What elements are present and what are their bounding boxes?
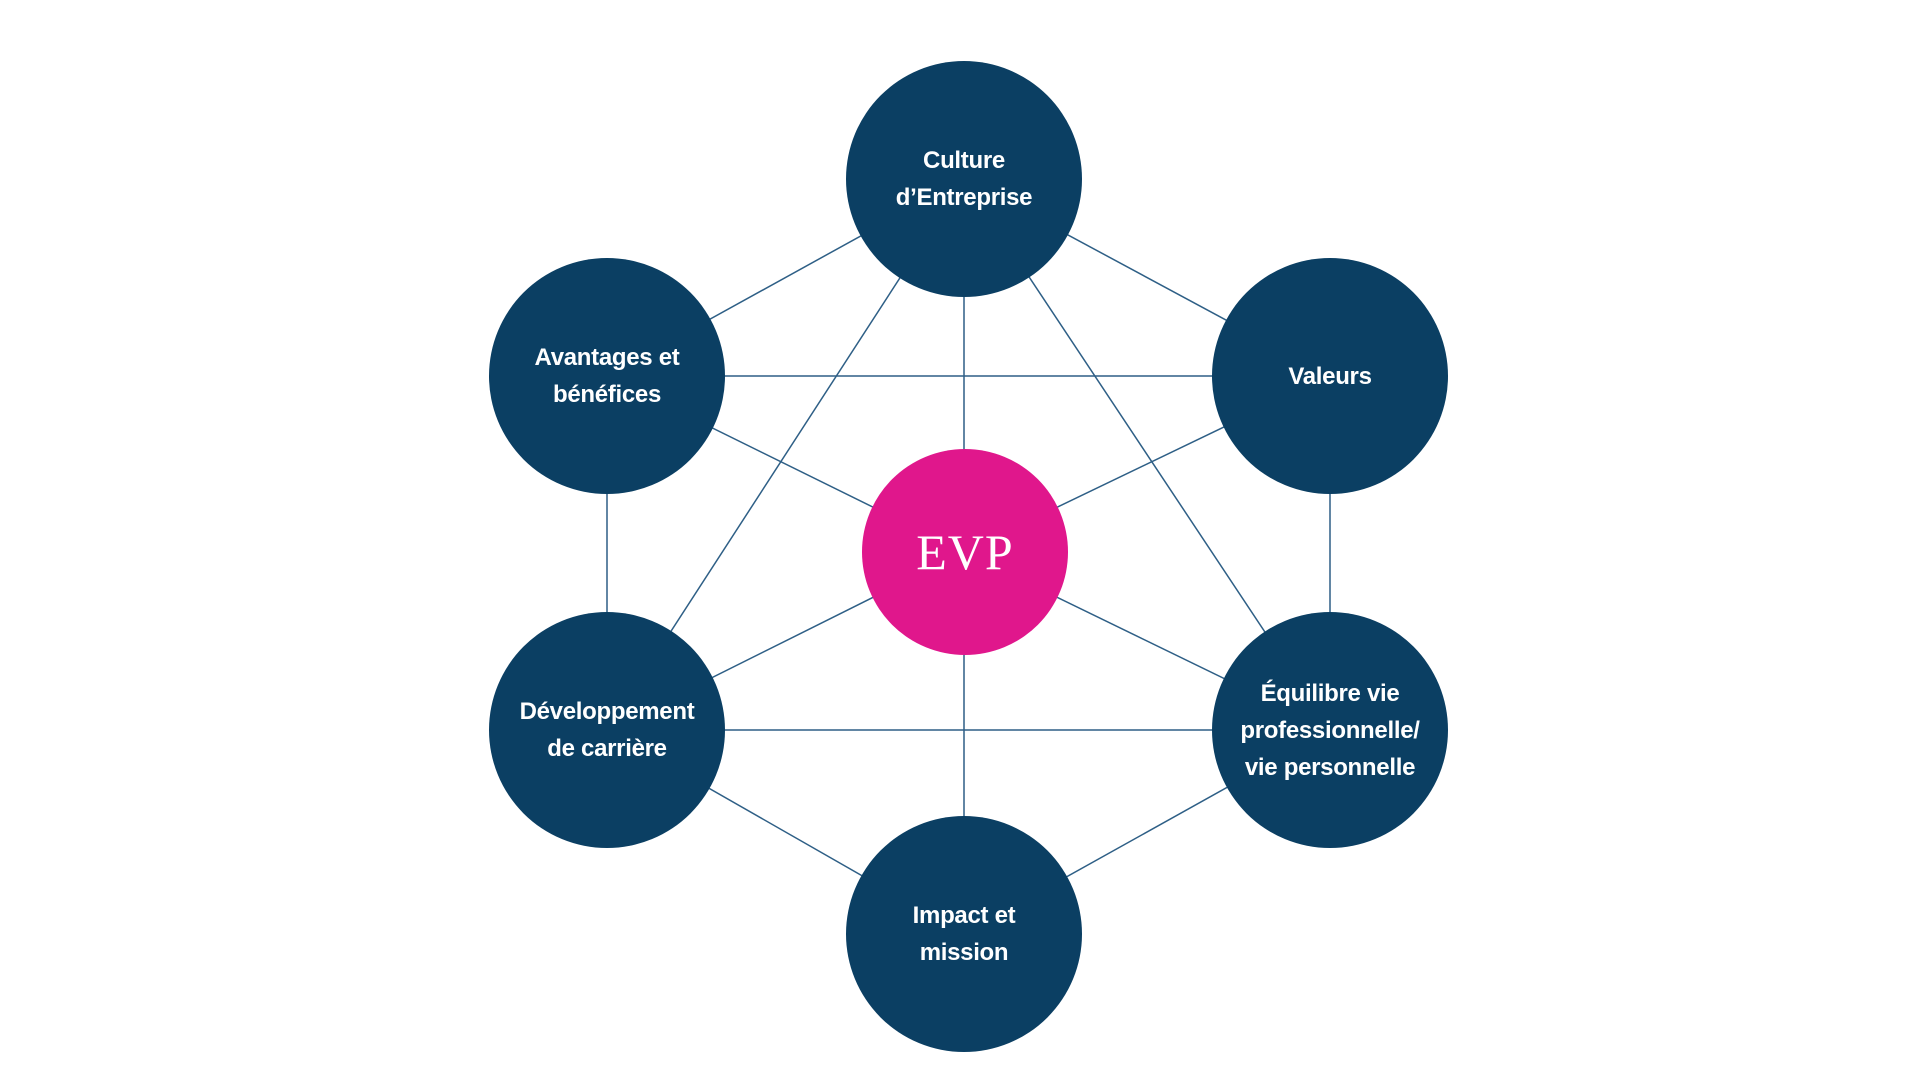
node-developpement-carriere: Développement de carrière [489, 612, 725, 848]
node-label: Culture d’Entreprise [895, 147, 1033, 211]
node-label: Développement de carrière [519, 698, 695, 762]
node-avantages-benefices: Avantages et bénéfices [489, 258, 725, 494]
node-valeurs: Valeurs [1212, 258, 1448, 494]
center-label: EVP [916, 524, 1014, 580]
node-equilibre-vie: Équilibre vie professionnelle/ vie perso… [1212, 612, 1448, 848]
node-impact-mission: Impact et mission [846, 816, 1082, 1052]
node-evp-center: EVP [862, 449, 1068, 655]
node-label: Avantages et bénéfices [534, 344, 680, 408]
node-label: Impact et mission [912, 902, 1016, 966]
node-label: Équilibre vie professionnelle/ vie perso… [1240, 679, 1420, 781]
node-culture-entreprise: Culture d’Entreprise [846, 61, 1082, 297]
node-label: Valeurs [1288, 362, 1372, 390]
